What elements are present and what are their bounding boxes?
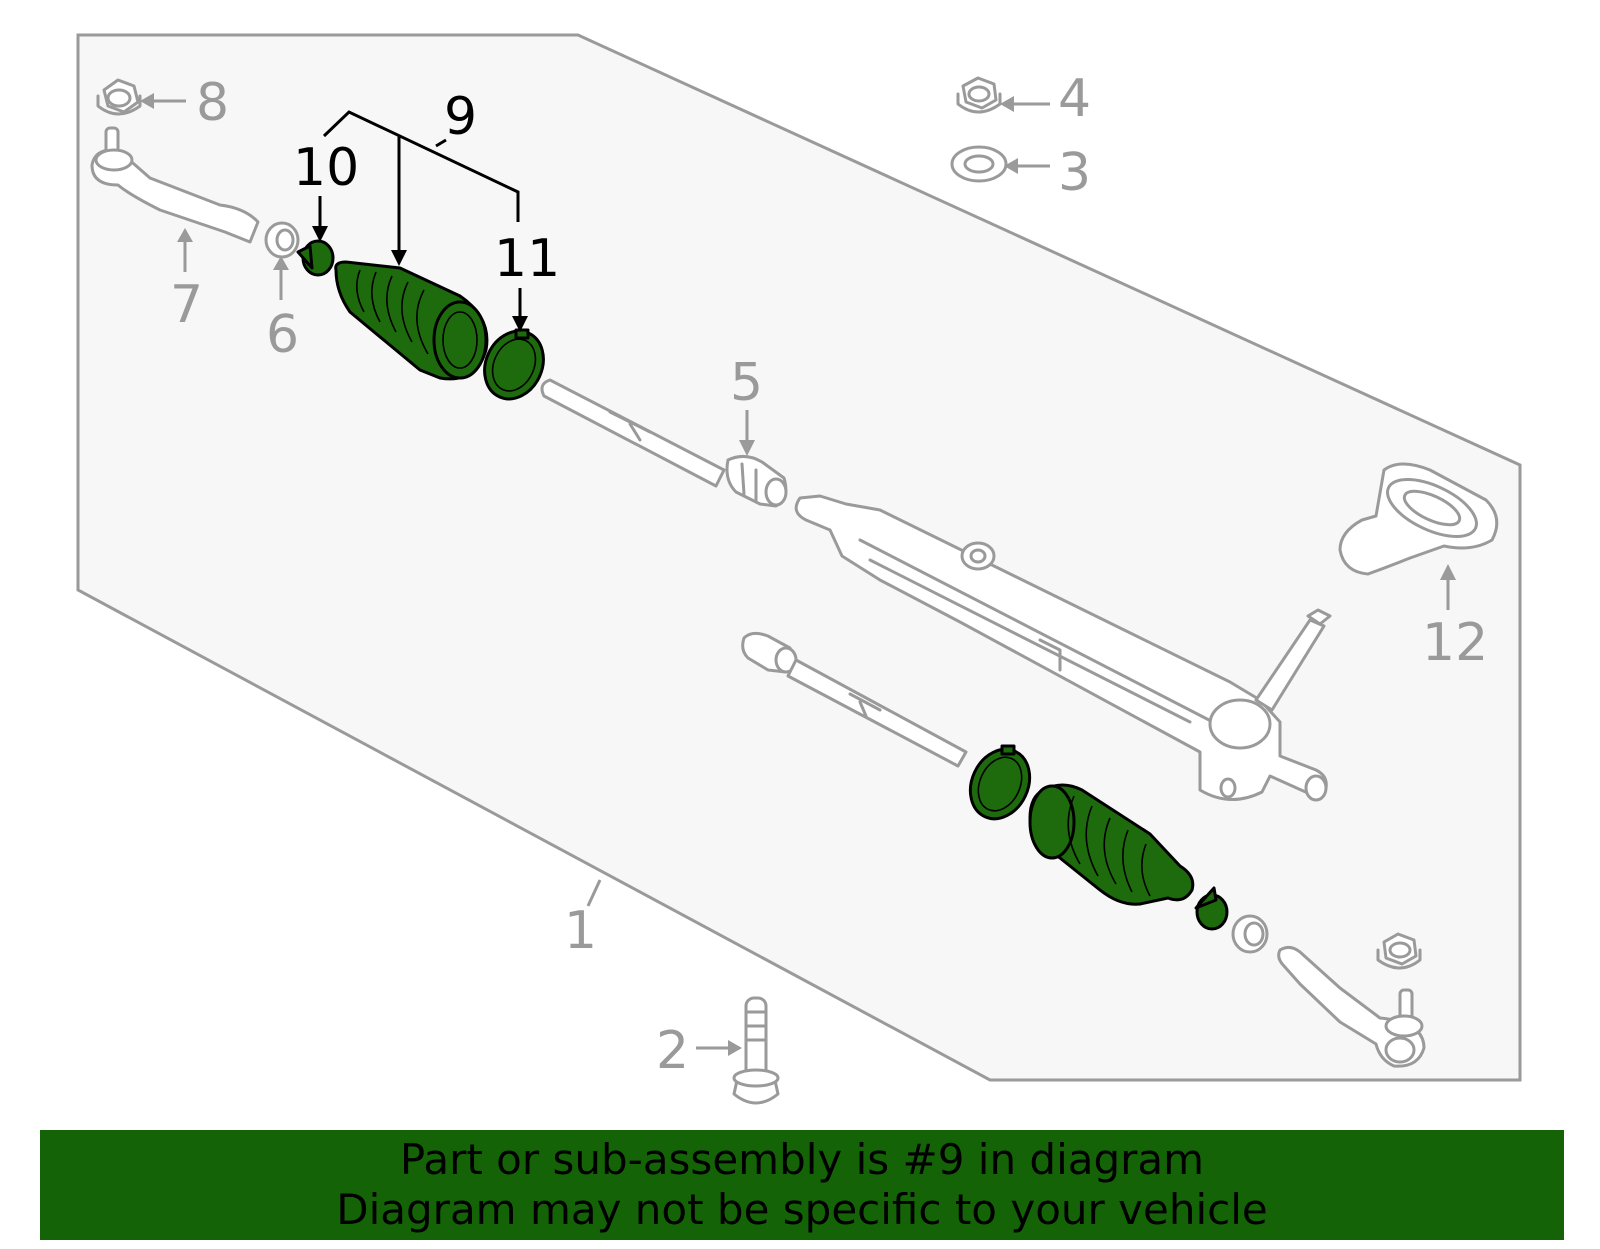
callout-6: 6 [266,305,299,365]
right-bushing[interactable] [1231,914,1269,954]
leader-3 [1004,158,1050,174]
callout-11: 11 [494,229,560,289]
part-9-boot-right[interactable] [1028,783,1195,906]
part-3-washer[interactable] [950,145,1008,183]
callout-3: 3 [1058,143,1091,203]
right-nut[interactable] [1376,932,1422,970]
leader-4 [1000,96,1050,112]
leader-10 [312,196,328,242]
parts-diagram: 8 7 6 [76,33,1522,1105]
steering-rack-housing[interactable] [794,494,1328,802]
leader-6 [273,256,289,300]
leader-9-bracket [322,110,520,266]
part-10-clamp-right[interactable] [1194,886,1229,931]
leader-1 [586,879,602,907]
part-11-clamp[interactable] [474,321,554,408]
part-7-tie-rod-end[interactable] [90,126,260,244]
callout-7: 7 [170,275,203,335]
part-10-clamp[interactable] [296,239,335,277]
right-tie-rod-end[interactable] [1277,945,1426,1068]
callout-8: 8 [196,73,229,133]
banner-line-2: Diagram may not be specific to your vehi… [336,1185,1268,1234]
leader-2 [696,1040,742,1056]
leader-5 [739,410,755,456]
part-8-nut[interactable] [96,78,142,116]
leader-11 [512,288,528,332]
part-6-bushing[interactable] [264,221,300,259]
callout-4: 4 [1058,69,1091,129]
leader-12 [1440,564,1456,610]
input-shaft[interactable] [1254,608,1332,712]
callout-1: 1 [564,901,597,961]
callout-5: 5 [730,353,763,413]
part-9-boot[interactable] [334,260,489,381]
part-11-clamp-right[interactable] [959,740,1040,829]
upper-inner-tie-rod[interactable] [540,378,726,488]
callout-12: 12 [1422,613,1488,673]
banner-line-1: Part or sub-assembly is #9 in diagram [399,1135,1205,1184]
part-12-seal[interactable] [1338,462,1499,576]
part-5-inner-joint[interactable] [725,455,788,508]
callout-9: 9 [444,87,477,147]
info-banner: Part or sub-assembly is #9 in diagram Di… [40,1130,1564,1240]
callout-10: 10 [293,138,359,198]
lower-inner-tie-rod[interactable] [741,631,968,768]
leader-7 [177,228,193,272]
callout-2: 2 [656,1021,689,1081]
part-4-nut[interactable] [956,76,1002,114]
part-2-bolt[interactable] [732,996,780,1105]
leader-8 [140,93,186,109]
